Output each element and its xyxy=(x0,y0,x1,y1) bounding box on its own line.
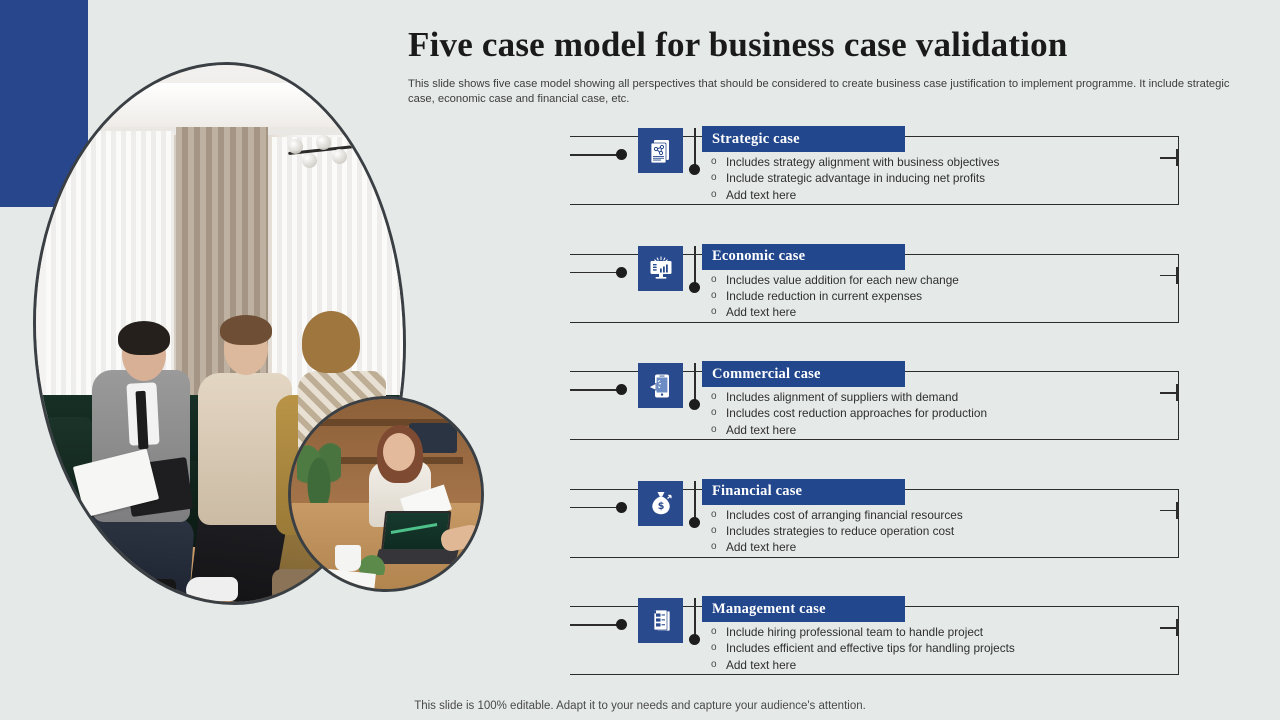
page-subtitle: This slide shows five case model showing… xyxy=(408,77,1230,105)
bullet-item: Includes alignment of suppliers with dem… xyxy=(708,389,987,406)
case-bullets: Include hiring professional team to hand… xyxy=(708,624,1015,673)
main-photo xyxy=(33,62,406,605)
bullet-item: Include strategic advantage in inducing … xyxy=(708,170,999,187)
row-connector-dot xyxy=(616,501,627,513)
row-spine-dot xyxy=(689,516,700,528)
case-title: Economic case xyxy=(712,248,806,264)
case-bullets: Includes value addition for each new cha… xyxy=(708,272,959,321)
case-bullets: Includes cost of arranging financial res… xyxy=(708,507,963,556)
case-list: Strategic case Includes strategy alignme… xyxy=(408,122,1260,710)
row-connector-line xyxy=(570,154,622,156)
case-header-bar: Strategic case xyxy=(702,126,905,152)
row-spine-dot xyxy=(689,634,700,645)
inset-photo xyxy=(288,396,484,592)
row-spine-dot xyxy=(689,164,700,175)
row-connector-line xyxy=(570,506,622,509)
page-title: Five case model for business case valida… xyxy=(408,25,1068,64)
case-header-bar: Commercial case xyxy=(702,361,905,387)
plant xyxy=(297,433,341,507)
footer-note: This slide is 100% editable. Adapt it to… xyxy=(414,700,866,712)
row-spine-line xyxy=(694,480,696,523)
bullet-item: Add text here xyxy=(708,657,1015,674)
case-row-financial[interactable]: $ Financial case Includes cost of arrang… xyxy=(408,475,1260,593)
row-connector-line xyxy=(570,624,622,626)
svg-text:$: $ xyxy=(657,501,664,512)
chandelier-bulb xyxy=(332,149,347,164)
bullet-item: Includes strategy alignment with busines… xyxy=(708,154,999,171)
bullet-item: Add text here xyxy=(708,422,987,439)
shoe xyxy=(82,587,128,602)
row-tick-vertical xyxy=(1176,384,1178,401)
case-title: Financial case xyxy=(712,483,803,499)
case-title: Strategic case xyxy=(712,130,800,147)
checklist-document-icon[interactable] xyxy=(638,598,683,643)
bullet-item: Add text here xyxy=(708,304,959,321)
row-tick-vertical xyxy=(1176,619,1178,636)
case-bullets: Includes strategy alignment with busines… xyxy=(708,154,999,203)
bullet-item: Add text here xyxy=(708,187,999,204)
case-bullets: Includes alignment of suppliers with dem… xyxy=(708,389,987,438)
case-row-commercial[interactable]: Commercial case Includes alignment of su… xyxy=(408,357,1260,475)
row-connector-line xyxy=(570,271,622,274)
case-row-economic[interactable]: Economic case Includes value addition fo… xyxy=(408,240,1260,358)
row-tick-vertical xyxy=(1176,149,1178,166)
chandelier-bulb xyxy=(348,133,363,148)
row-tick-horizontal xyxy=(1160,274,1178,277)
chandelier-bulb xyxy=(364,147,379,162)
shoe xyxy=(128,579,176,598)
strategy-document-icon[interactable] xyxy=(638,128,683,173)
case-title: Commercial case xyxy=(712,365,821,382)
ceiling-light-panel xyxy=(78,83,338,127)
bullet-item: Add text here xyxy=(708,539,963,556)
woman-head xyxy=(383,433,415,471)
row-tick-horizontal xyxy=(1160,157,1178,159)
bullet-item: Includes efficient and effective tips fo… xyxy=(708,640,1015,657)
row-spine-line xyxy=(694,245,696,288)
row-connector-dot xyxy=(616,266,627,278)
row-tick-horizontal xyxy=(1160,509,1178,512)
row-connector-dot xyxy=(616,384,627,395)
case-row-strategic[interactable]: Strategic case Includes strategy alignme… xyxy=(408,122,1260,240)
bullet-item: Include hiring professional team to hand… xyxy=(708,624,1015,641)
bullet-item: Includes cost reduction approaches for p… xyxy=(708,405,987,422)
hair xyxy=(220,315,272,345)
slide-content: Five case model for business case valida… xyxy=(408,25,1260,675)
bullet-item: Includes value addition for each new cha… xyxy=(708,272,959,289)
case-title: Management case xyxy=(712,600,826,617)
bullet-item: Includes strategies to reduce operation … xyxy=(708,523,963,540)
row-connector-dot xyxy=(616,619,627,630)
hair xyxy=(118,321,170,355)
row-spine-line xyxy=(694,128,696,170)
monitor-analytics-icon[interactable] xyxy=(638,245,683,291)
chandelier xyxy=(282,127,390,171)
row-spine-dot xyxy=(689,281,700,293)
row-tick-vertical xyxy=(1176,501,1178,519)
row-spine-dot xyxy=(689,399,700,410)
living-room-scene xyxy=(36,65,403,602)
row-tick-horizontal xyxy=(1160,392,1178,394)
bullet-item: Include reduction in current expenses xyxy=(708,288,959,305)
chandelier-bulb xyxy=(316,135,331,150)
money-bag-icon[interactable]: $ xyxy=(638,480,683,526)
mobile-megaphone-icon[interactable] xyxy=(638,363,683,408)
row-connector-dot xyxy=(616,149,627,160)
row-spine-line xyxy=(694,598,696,640)
hair xyxy=(302,311,360,373)
row-spine-line xyxy=(694,363,696,405)
chandelier-bulb xyxy=(302,153,317,168)
case-row-management[interactable]: Management case Include hiring professio… xyxy=(408,592,1260,710)
row-tick-horizontal xyxy=(1160,627,1178,629)
row-tick-vertical xyxy=(1176,266,1178,284)
chandelier-bulb xyxy=(288,139,303,154)
coffee-cup xyxy=(335,545,361,571)
shelf xyxy=(313,419,463,426)
sneaker xyxy=(186,577,238,601)
bullet-item: Includes cost of arranging financial res… xyxy=(708,507,963,524)
case-header-bar: Economic case xyxy=(702,243,905,270)
row-connector-line xyxy=(570,389,622,391)
chandelier-bulb xyxy=(374,131,389,146)
case-header-bar: Financial case xyxy=(702,478,905,505)
case-header-bar: Management case xyxy=(702,596,905,622)
desk-plant xyxy=(357,553,387,575)
